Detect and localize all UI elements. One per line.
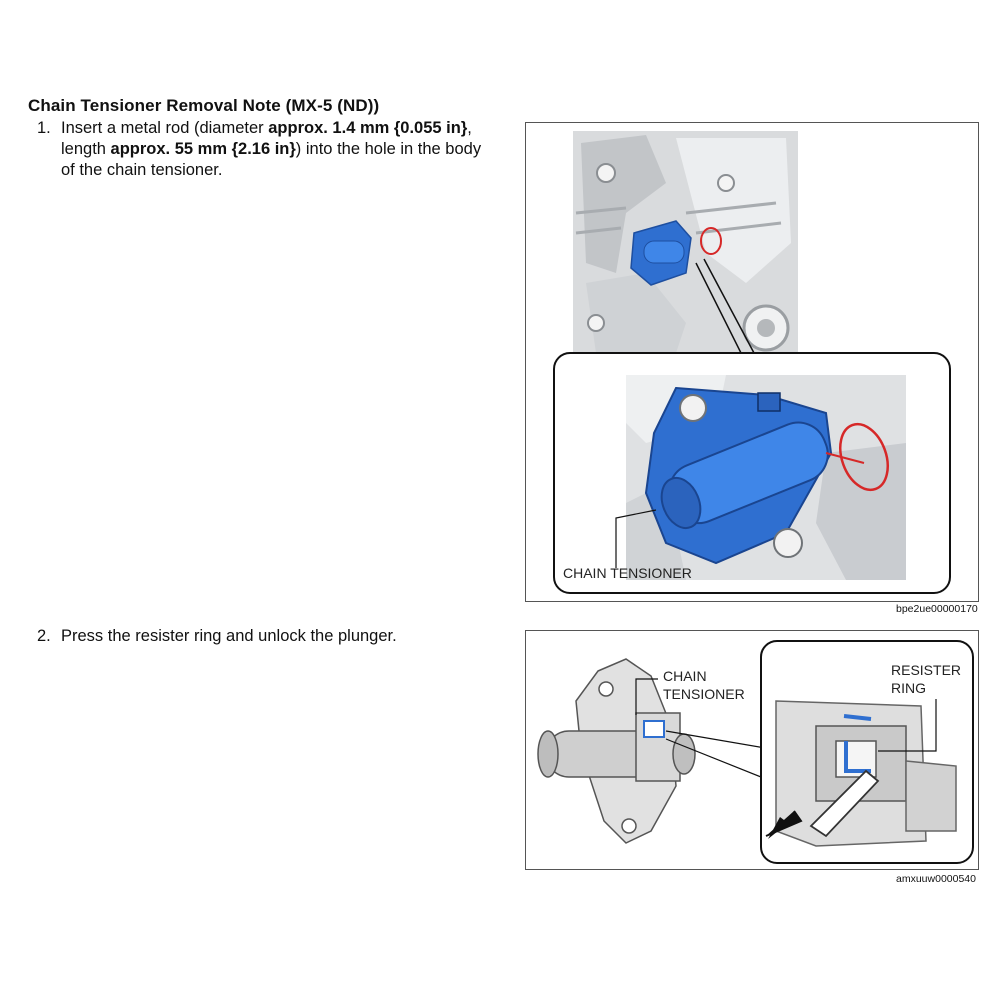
tensioner-drawing (537, 658, 696, 844)
step-1-text: Insert a metal rod (diameter approx. 1.4… (61, 118, 487, 181)
step-number: 2. (37, 627, 51, 645)
figure-1-code: bpe2ue00000170 (896, 603, 978, 615)
step-text-part: Insert a metal rod (diameter (61, 119, 269, 137)
zoom-detail-box: CHAIN TENSIONER (553, 352, 951, 594)
figure-2-illustration: CHAIN TENSIONER RESISTER RING (537, 640, 974, 864)
chain-tensioner-part (644, 386, 833, 565)
step-text-bold: approx. 1.4 mm {0.055 in} (268, 119, 468, 137)
resister-label-line2: RING (891, 680, 926, 696)
step-number: 1. (37, 119, 51, 137)
step-2-text: Press the resister ring and unlock the p… (61, 627, 397, 645)
resister-ring-detail: RESISTER RING (760, 640, 974, 864)
figure-resister-ring: CHAIN TENSIONER RESISTER RING (525, 630, 979, 870)
chain-label-line2: TENSIONER (663, 686, 745, 702)
document-title: Chain Tensioner Removal Note (MX-5 (ND)) (28, 96, 380, 115)
chain-label-line1: CHAIN (663, 668, 707, 684)
engine-overview-image (573, 131, 798, 356)
figure-chain-tensioner-location: CHAIN TENSIONER (525, 122, 979, 602)
figure-1-illustration: CHAIN TENSIONER (553, 131, 951, 594)
figure-2-code: amxuuw0000540 (896, 873, 976, 885)
step-text-part: , length (61, 119, 472, 158)
resister-label-line1: RESISTER (891, 662, 961, 678)
chain-tensioner-label: CHAIN TENSIONER (563, 565, 692, 581)
step-text-part: ) into the hole in the body of the chain… (61, 140, 482, 179)
step-text-bold: approx. 55 mm {2.16 in} (110, 140, 296, 158)
